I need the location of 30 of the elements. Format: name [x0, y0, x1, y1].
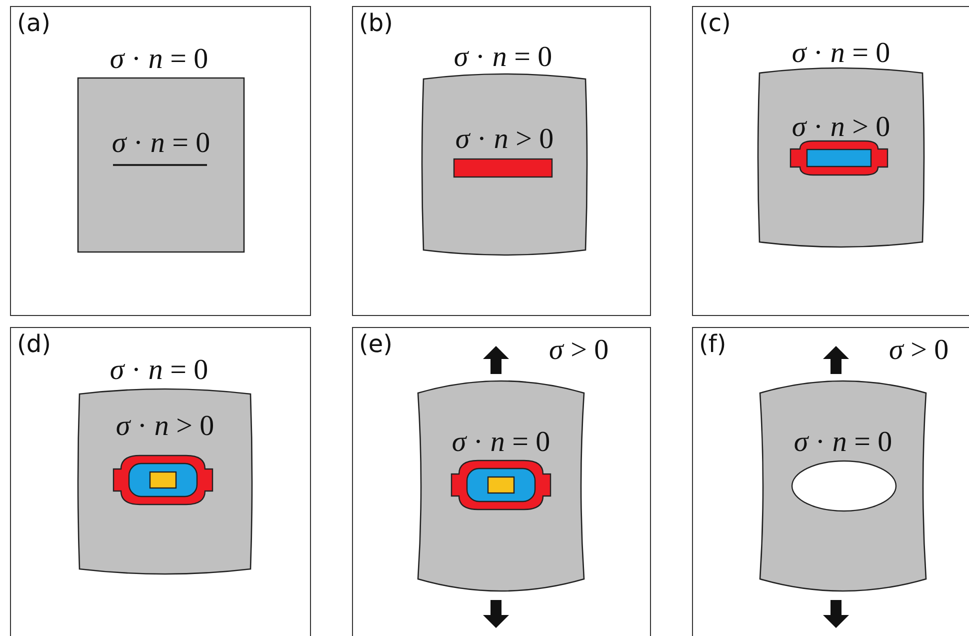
specimen-block — [421, 73, 588, 256]
stress-condition: σ · n = 0 — [794, 426, 892, 459]
boundary-condition: σ · n = 0 — [110, 354, 208, 387]
stress-condition: σ · n > 0 — [116, 410, 214, 443]
panel-frame — [352, 6, 651, 316]
specimen-block — [759, 380, 927, 592]
boundary-condition: σ > 0 — [889, 334, 949, 367]
panel-label: (a) — [17, 9, 50, 37]
panel-label: (b) — [359, 9, 393, 37]
panel-label: (e) — [359, 330, 392, 358]
specimen-block — [417, 380, 585, 592]
boundary-condition: σ · n = 0 — [792, 37, 890, 70]
boundary-condition: σ · n = 0 — [110, 43, 208, 76]
specimen-block — [77, 77, 245, 253]
stress-condition: σ · n > 0 — [455, 123, 554, 156]
stress-condition: σ · n > 0 — [792, 111, 890, 144]
stress-condition: σ · n = 0 — [452, 426, 550, 459]
boundary-condition: σ · n = 0 — [454, 41, 552, 74]
panel-label: (c) — [699, 9, 731, 37]
panel-frame — [692, 327, 969, 636]
panel-label: (d) — [17, 330, 51, 358]
boundary-condition: σ > 0 — [549, 334, 609, 367]
panel-frame — [352, 327, 651, 636]
panel-frame — [10, 327, 311, 636]
specimen-block — [77, 388, 253, 575]
panel-label: (f) — [699, 330, 726, 358]
specimen-block — [757, 67, 925, 248]
stress-condition: σ · n = 0 — [112, 127, 210, 160]
panel-frame — [10, 6, 311, 316]
panel-frame — [692, 6, 969, 316]
